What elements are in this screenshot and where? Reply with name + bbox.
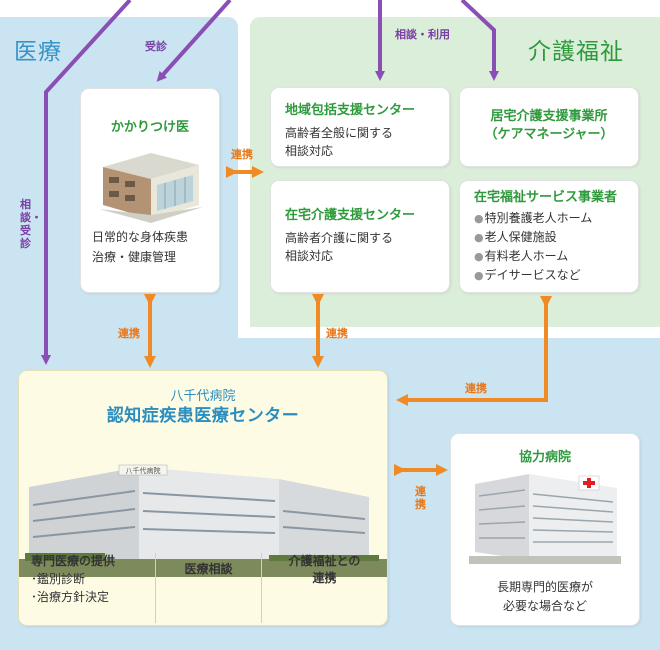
care-cooperation-heading-line2: 連携 bbox=[312, 571, 337, 585]
list-item: 有料老人ホーム bbox=[474, 247, 630, 266]
partner-hospital-title: 協力病院 bbox=[518, 450, 571, 465]
home-care-office-title-line1: 居宅介護支援事業所 bbox=[490, 109, 608, 124]
specialist-care-column: 専門医療の提供 ･鑑別診断 ･治療方針決定 bbox=[19, 553, 155, 623]
center-services-footer: 専門医療の提供 ･鑑別診断 ･治療方針決定 医療相談 介護福祉との 連携 bbox=[19, 547, 387, 627]
dementia-medical-center-card: 八千代病院 認知症疾患医療センター 八千代病院 専門医療の提供 ･鑑別診断 ･治… bbox=[18, 370, 388, 626]
hospital-building-image: 八千代病院 bbox=[19, 427, 387, 577]
specialist-care-heading: 専門医療の提供 bbox=[31, 554, 116, 568]
partner-hospital-card: 協力病院 長期専門的医療が 必要な場合など bbox=[450, 433, 640, 626]
home-care-office-title-line2: （ケアマネージャー） bbox=[484, 127, 614, 142]
family-doctor-title: かかりつけ医 bbox=[110, 120, 190, 135]
regional-support-line2: 相談対応 bbox=[285, 144, 334, 158]
treatment-plan: ･治療方針決定 bbox=[31, 590, 110, 604]
family-doctor-line2: 治療・健康管理 bbox=[92, 250, 177, 264]
partner-line2: 必要な場合など bbox=[502, 599, 587, 613]
care-cooperation-column: 介護福祉との 連携 bbox=[261, 553, 387, 623]
care-cooperation-heading-line1: 介護福祉との bbox=[288, 554, 361, 568]
center-title: 認知症疾患医療センター bbox=[106, 406, 300, 426]
regional-support-line1: 高齢者全般に関する bbox=[285, 126, 394, 140]
building-sign: 八千代病院 bbox=[126, 466, 161, 475]
medical-section-title: 医療 bbox=[14, 39, 62, 65]
home-welfare-services-title: 在宅福祉サービス事業者 bbox=[474, 190, 618, 205]
regional-support-center-title: 地域包括支援センター bbox=[285, 103, 416, 118]
family-doctor-card: かかりつけ医 日常的な身体疾患 治療・健康管理 bbox=[80, 88, 220, 293]
partner-hospital-building-image bbox=[469, 474, 621, 564]
care-welfare-section-title: 介護福祉 bbox=[528, 39, 624, 65]
cooperation-label-5: 連携 bbox=[415, 485, 426, 511]
center-hospital-name: 八千代病院 bbox=[170, 389, 236, 404]
partner-line1: 長期専門的医療が bbox=[496, 580, 593, 594]
home-care-support-center-card: 在宅介護支援センター 高齢者介護に関する 相談対応 bbox=[270, 180, 450, 293]
partner-hospital-description: 長期専門的医療が 必要な場合など bbox=[451, 578, 639, 616]
family-doctor-line1: 日常的な身体疾患 bbox=[92, 230, 189, 244]
consult-visit-vertical-label: 相談・受診 bbox=[20, 198, 42, 250]
home-care-support-title: 在宅介護支援センター bbox=[285, 208, 416, 223]
home-care-office-card: 居宅介護支援事業所 （ケアマネージャー） bbox=[459, 87, 639, 167]
home-care-support-line2: 相談対応 bbox=[285, 249, 334, 263]
list-item: デイサービスなど bbox=[474, 266, 630, 285]
home-welfare-services-card: 在宅福祉サービス事業者 特別養護老人ホーム 老人保健施設 有料老人ホーム デイサ… bbox=[459, 180, 639, 293]
medical-consultation-column: 医療相談 bbox=[155, 553, 261, 623]
cooperation-label-1: 連携 bbox=[231, 148, 253, 161]
clinic-building-image bbox=[99, 153, 203, 223]
home-care-support-line1: 高齢者介護に関する bbox=[285, 231, 394, 245]
cooperation-label-3: 連携 bbox=[326, 327, 348, 340]
visit-label: 受診 bbox=[145, 40, 167, 53]
family-doctor-description: 日常的な身体疾患 治療・健康管理 bbox=[92, 227, 217, 267]
cooperation-label-4: 連携 bbox=[465, 382, 487, 395]
consult-use-label: 相談・利用 bbox=[395, 28, 450, 41]
differential-diagnosis: ･鑑別診断 bbox=[31, 572, 86, 586]
list-item: 特別養護老人ホーム bbox=[474, 209, 630, 228]
regional-support-center-card: 地域包括支援センター 高齢者全般に関する 相談対応 bbox=[270, 87, 450, 167]
home-welfare-services-list: 特別養護老人ホーム 老人保健施設 有料老人ホーム デイサービスなど bbox=[474, 209, 630, 285]
list-item: 老人保健施設 bbox=[474, 228, 630, 247]
cooperation-label-2: 連携 bbox=[118, 327, 140, 340]
medical-consultation-heading: 医療相談 bbox=[184, 562, 233, 576]
